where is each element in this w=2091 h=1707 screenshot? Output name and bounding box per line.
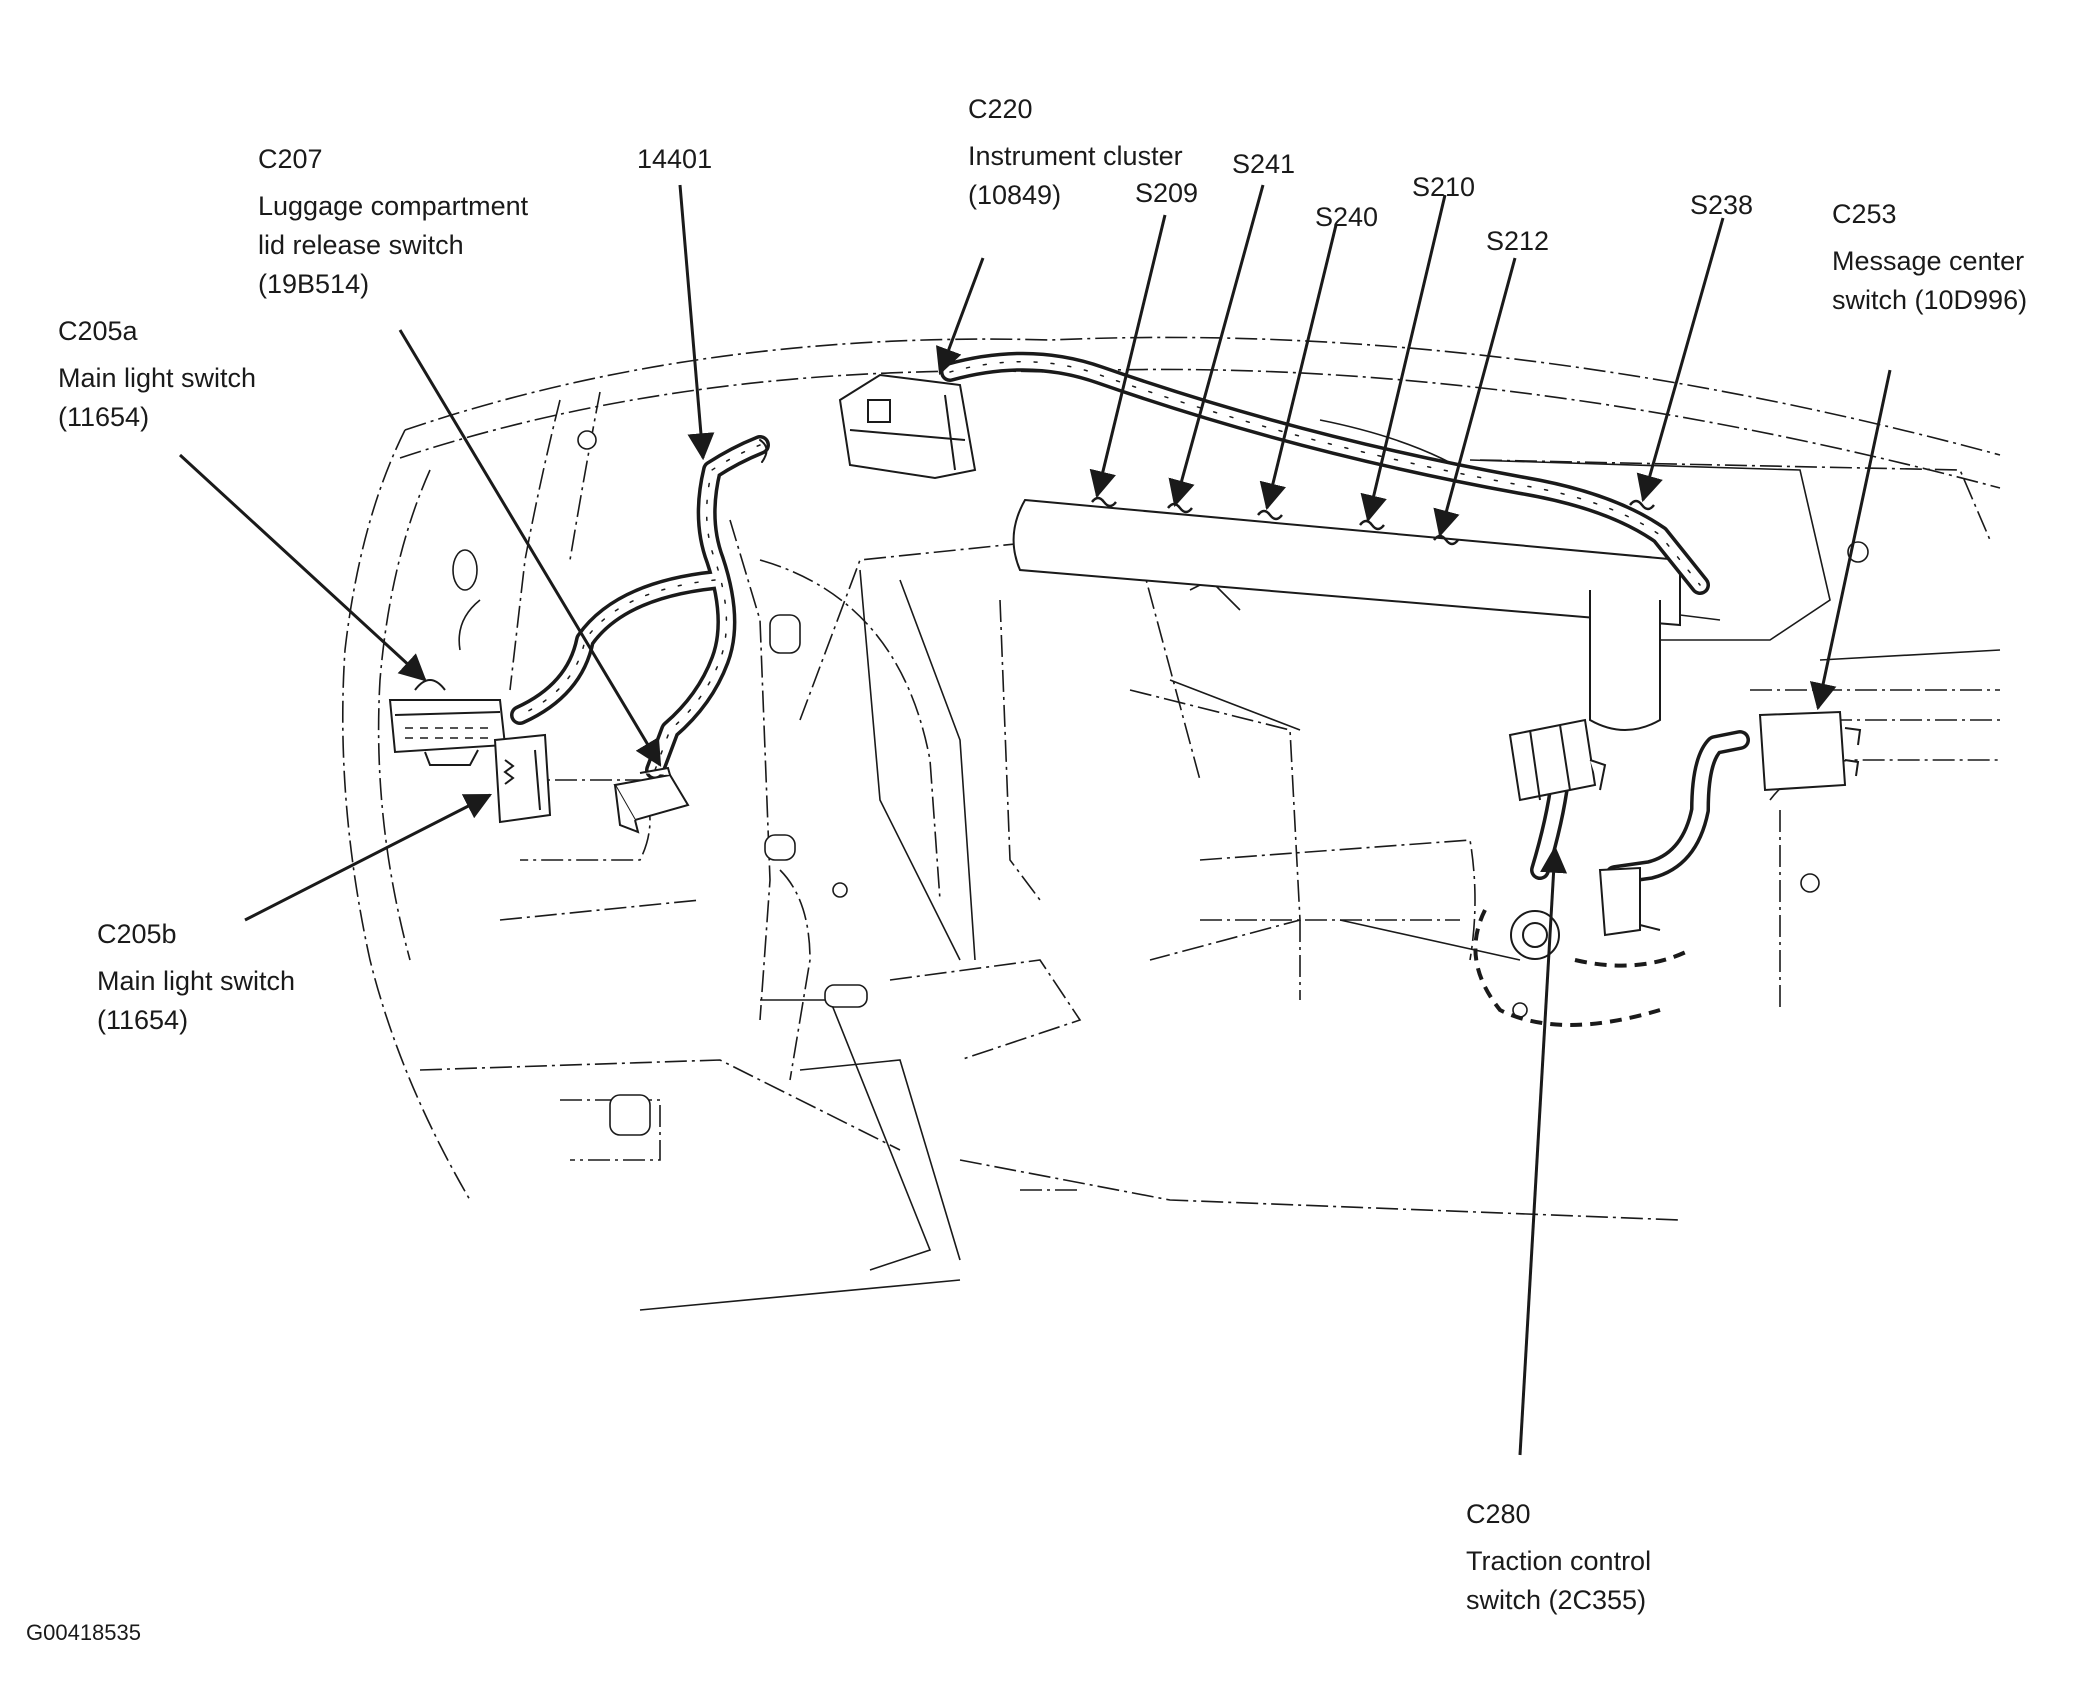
callout-14401-code: 14401 [637, 144, 713, 174]
callout-c205b-code: C205b [97, 919, 177, 949]
callout-c220-line2: (10849) [968, 180, 1062, 210]
callout-c207: C207 Luggage compartment lid release swi… [258, 140, 528, 304]
callout-c253-line1: Message center [1832, 246, 2025, 276]
callout-c220-code: C220 [968, 94, 1033, 124]
callout-c205b: C205b Main light switch (11654) [97, 915, 295, 1040]
main-light-switch-connector-b [493, 733, 552, 824]
callout-c207-line3: (19B514) [258, 269, 370, 299]
callout-c220: C220 Instrument cluster (10849) [968, 90, 1183, 215]
callout-s210: S210 [1412, 168, 1475, 207]
callout-c205a-line2: (11654) [58, 402, 150, 432]
mounting-holes [452, 430, 1869, 1136]
callout-c280-line1: Traction control [1466, 1546, 1652, 1576]
callout-s240: S240 [1315, 198, 1378, 237]
traction-control-connector [1508, 718, 1607, 802]
callout-s241-code: S241 [1232, 149, 1296, 179]
callout-c207-line2: lid release switch [258, 230, 464, 260]
dashboard-outline [341, 336, 2001, 1221]
callout-s209-code: S209 [1135, 178, 1199, 208]
figure-id: G00418535 [26, 1620, 141, 1645]
callout-c205a-line1: Main light switch [58, 363, 257, 393]
callout-c220-line1: Instrument cluster [968, 141, 1183, 171]
mounting-bracket [1598, 866, 1661, 937]
instrument-cluster-connector [838, 373, 977, 480]
callout-s240-code: S240 [1315, 202, 1379, 232]
callout-c253-code: C253 [1832, 199, 1897, 229]
luggage-lid-release-connector [613, 766, 690, 834]
dashboard-structure [458, 419, 2001, 1311]
cross-member-tube [1012, 498, 1681, 731]
callout-c253: C253 Message center switch (10D996) [1832, 195, 2027, 320]
callout-c207-code: C207 [258, 144, 323, 174]
callout-c280-line2: switch (2C355) [1466, 1585, 1647, 1615]
callout-c253-line2: switch (10D996) [1832, 285, 2028, 315]
callout-s238: S238 [1690, 186, 1753, 225]
callout-s210-code: S210 [1412, 172, 1476, 202]
callout-c280-code: C280 [1466, 1499, 1531, 1529]
callout-c205a: C205a Main light switch (11654) [58, 312, 256, 437]
callout-c205b-line2: (11654) [97, 1005, 189, 1035]
callout-c207-line1: Luggage compartment [258, 191, 529, 221]
callout-s241: S241 [1232, 145, 1295, 184]
callout-c205a-code: C205a [58, 316, 138, 346]
callout-s209: S209 [1135, 174, 1198, 213]
hidden-wiring [1473, 909, 1691, 1027]
callout-c280: C280 Traction control switch (2C355) [1466, 1495, 1651, 1620]
callout-c205b-line1: Main light switch [97, 966, 296, 996]
callout-s238-code: S238 [1690, 190, 1754, 220]
callout-s212: S212 [1486, 222, 1549, 261]
main-light-switch-connector-a [388, 679, 507, 766]
leader-arrows [178, 184, 1892, 1456]
callout-14401: 14401 [637, 140, 712, 179]
callout-s212-code: S212 [1486, 226, 1550, 256]
message-center-connector [1758, 710, 1862, 792]
wiring-harness [510, 351, 1750, 885]
